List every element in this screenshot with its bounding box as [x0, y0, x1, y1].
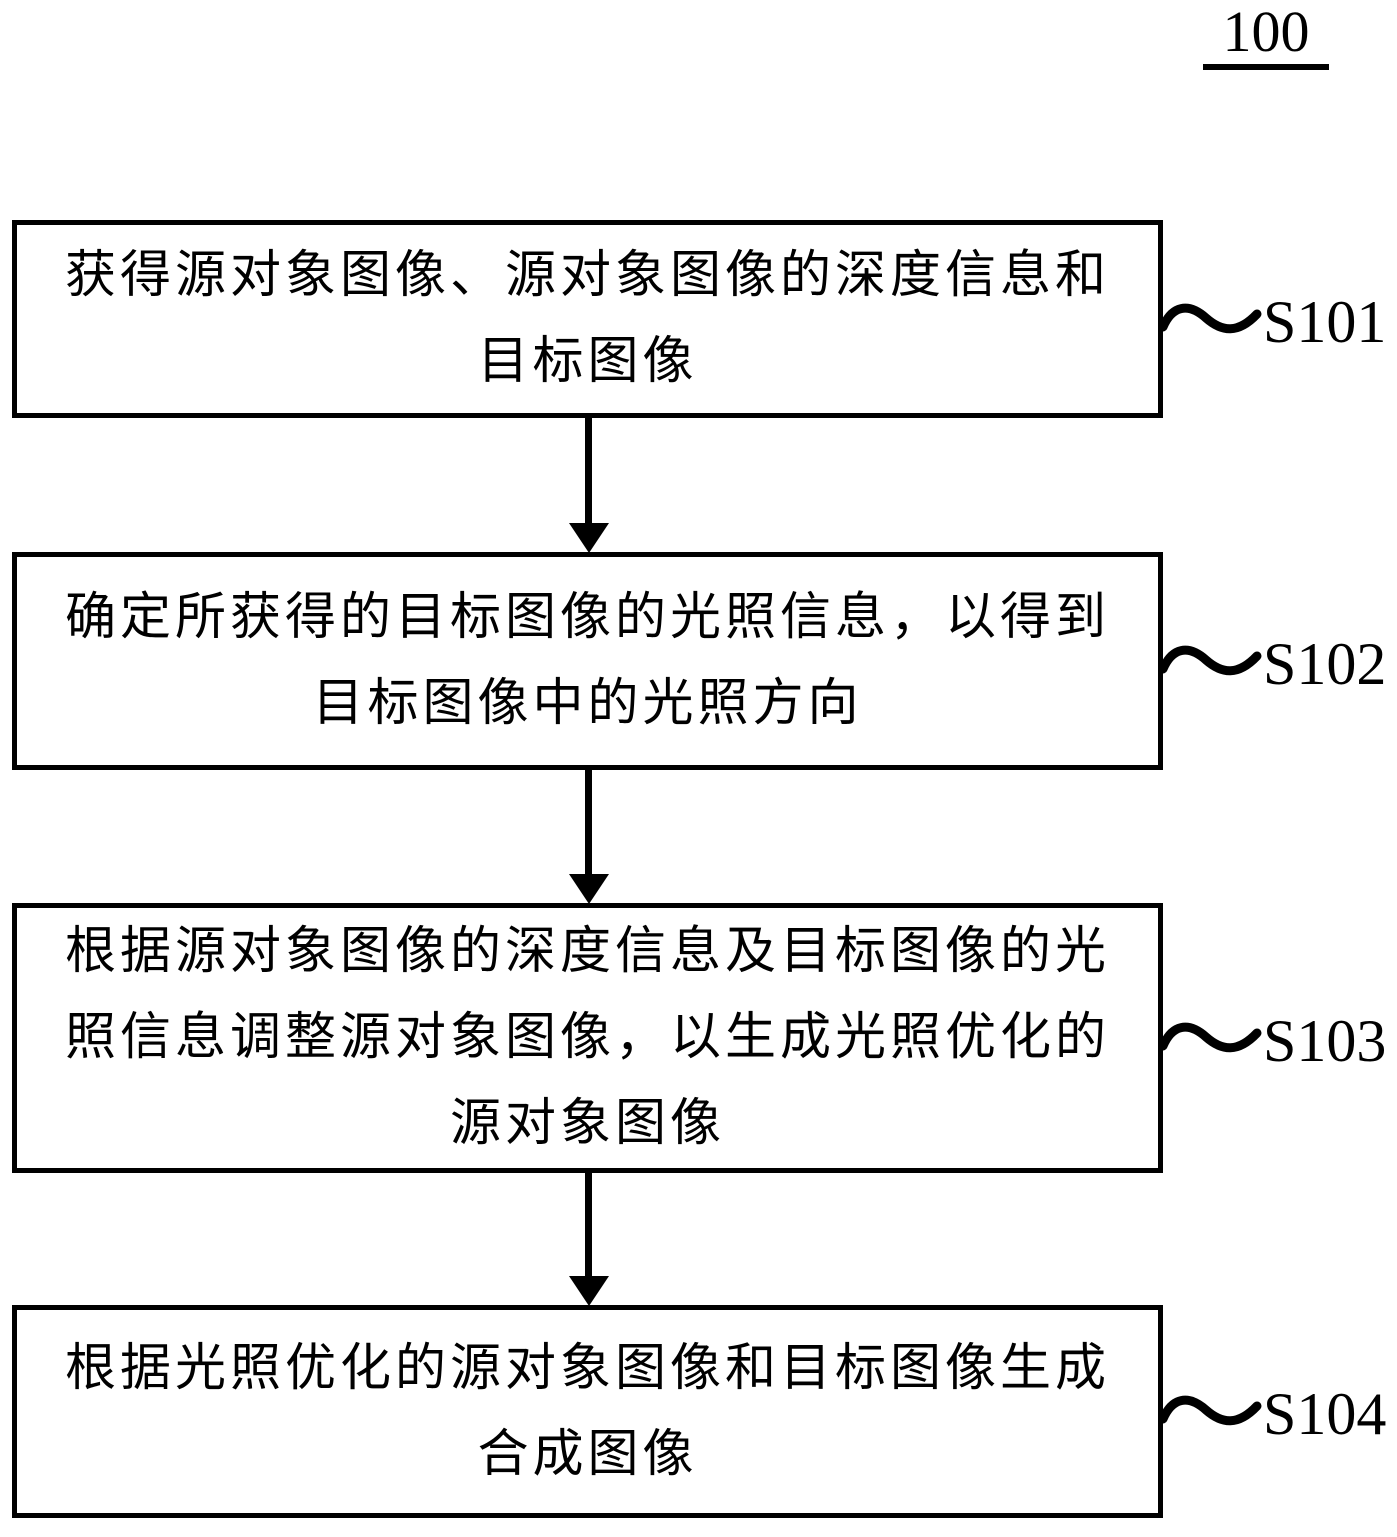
step-label-s101: S101 [1263, 289, 1387, 355]
process-box-s102: 确定所获得的目标图像的光照信息，以得到 目标图像中的光照方向 [12, 552, 1163, 770]
step-label-s102: S102 [1263, 631, 1387, 697]
process-box-s103: 根据源对象图像的深度信息及目标图像的光 照信息调整源对象图像，以生成光照优化的 … [12, 903, 1163, 1173]
tilde-connector-icon [1160, 303, 1262, 334]
step-label-s103: S103 [1263, 1008, 1387, 1074]
down-arrow-icon [585, 770, 592, 875]
process-box-s102-text-line1: 确定所获得的目标图像的光照信息，以得到 [64, 590, 1110, 646]
step-label-s104: S104 [1263, 1381, 1387, 1447]
tilde-connector-icon [1160, 645, 1262, 676]
process-box-s101: 获得源对象图像、源对象图像的深度信息和 目标图像 [12, 220, 1163, 418]
tilde-connector-icon [1160, 1395, 1262, 1426]
process-box-s102-text-line2: 目标图像中的光照方向 [312, 676, 863, 732]
process-box-s104: 根据光照优化的源对象图像和目标图像生成 合成图像 [12, 1305, 1163, 1518]
process-box-s103-text-line1: 根据源对象图像的深度信息及目标图像的光 [64, 924, 1110, 980]
process-box-s104-text-line2: 合成图像 [477, 1426, 698, 1483]
process-box-s101-text-line2: 目标图像 [477, 334, 698, 390]
process-box-s103-text-line2: 照信息调整源对象图像，以生成光照优化的 [64, 1010, 1110, 1066]
figure-number: 100 [1203, 2, 1329, 70]
down-arrow-icon [585, 418, 592, 524]
process-box-s104-text-line1: 根据光照优化的源对象图像和目标图像生成 [64, 1340, 1110, 1397]
tilde-connector-icon [1160, 1022, 1262, 1053]
process-box-s101-text-line1: 获得源对象图像、源对象图像的深度信息和 [64, 248, 1110, 304]
down-arrow-icon [585, 1173, 592, 1277]
process-box-s103-text-line3: 源对象图像 [449, 1096, 725, 1152]
